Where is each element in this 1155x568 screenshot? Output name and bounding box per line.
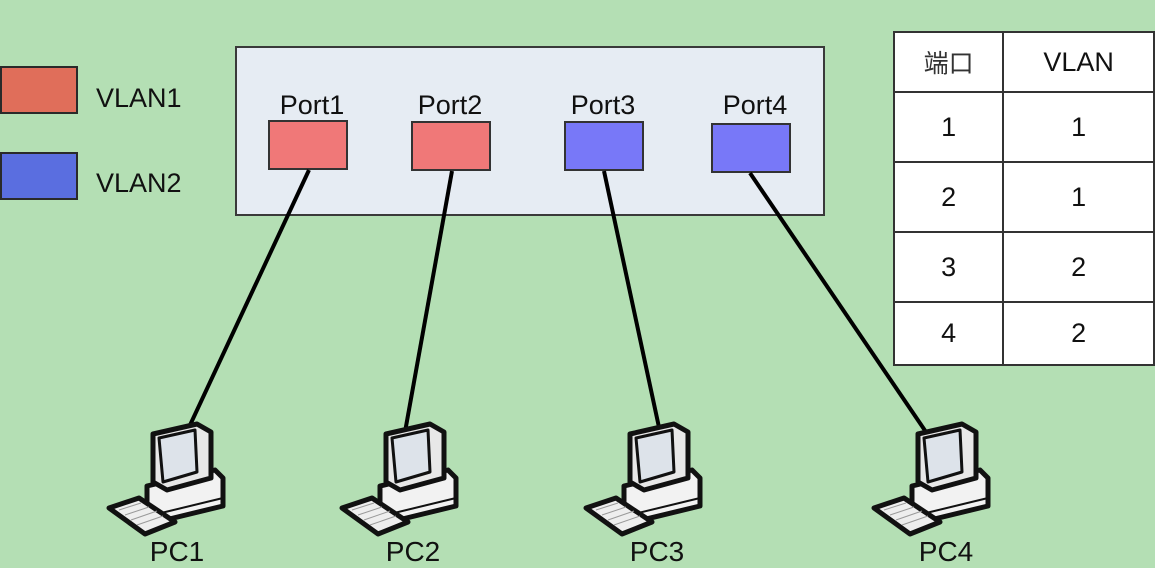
cell-vlan: 1	[1002, 161, 1155, 233]
legend-swatch-vlan1	[0, 66, 78, 114]
pc-label-2: PC2	[385, 536, 441, 567]
cell-port: 4	[892, 301, 1005, 366]
cell-port: 2	[892, 161, 1005, 233]
port-label-3: Port3	[570, 90, 636, 120]
port-label-1: Port1	[279, 90, 345, 120]
port-label-2: Port2	[417, 90, 483, 120]
pc-4-computer-icon	[870, 418, 1000, 558]
cell-vlan: 1	[1002, 91, 1155, 163]
pc-3-computer-icon	[582, 418, 712, 558]
legend-label-vlan2: VLAN2	[96, 168, 182, 198]
cell-port: 3	[892, 231, 1005, 303]
legend-label-vlan1: VLAN1	[96, 83, 182, 113]
cell-vlan: 2	[1002, 301, 1155, 366]
port-2	[411, 121, 491, 171]
pc-1-computer-icon	[105, 418, 235, 558]
wire-port1-pc1	[182, 169, 311, 439]
port-label-4: Port4	[722, 90, 788, 120]
wire-port3-pc3	[602, 170, 662, 433]
pc-label-4: PC4	[918, 536, 974, 567]
cell-vlan: 2	[1002, 231, 1155, 303]
header-port: 端口	[892, 31, 1005, 93]
pc-label-1: PC1	[149, 536, 205, 567]
pc-2-computer-icon	[338, 418, 468, 558]
header-vlan: VLAN	[1002, 31, 1155, 93]
port-3	[564, 121, 644, 171]
port-4	[711, 123, 791, 173]
wire-port2-pc2	[403, 170, 454, 433]
wire-port4-pc4	[748, 171, 928, 434]
port-1	[268, 120, 348, 170]
legend-swatch-vlan2	[0, 152, 78, 200]
table-header-row: 端口 VLAN	[892, 31, 1155, 93]
pc-label-3: PC3	[629, 536, 685, 567]
cell-port: 1	[892, 91, 1005, 163]
